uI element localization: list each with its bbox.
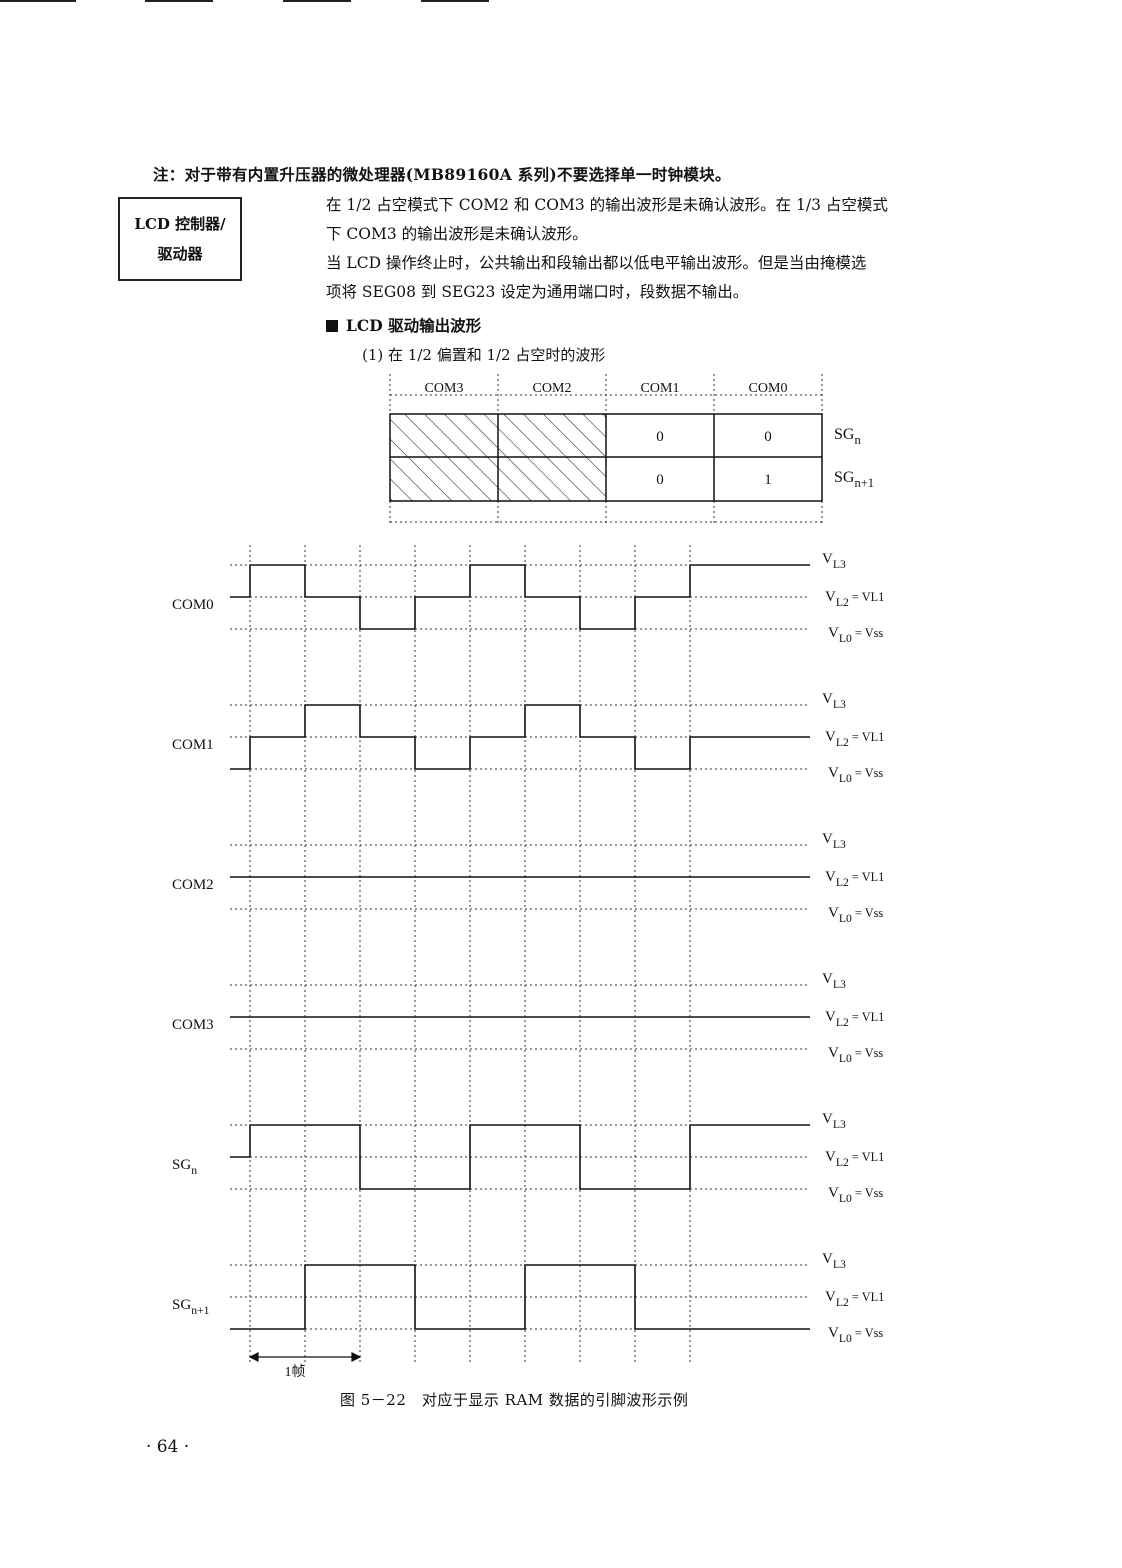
level-label: VL2 = VL1 bbox=[825, 1009, 884, 1029]
level-label: VL2 = VL1 bbox=[825, 1289, 884, 1309]
level-label: VL0 = Vss bbox=[828, 625, 883, 645]
paragraph-line: 下 COM3 的输出波形是未确认波形。 bbox=[326, 225, 588, 243]
waveform-trace bbox=[230, 1124, 810, 1190]
table-row-label: SGn bbox=[834, 426, 861, 447]
table-cell: 1 bbox=[764, 472, 772, 488]
level-label: VL3 bbox=[822, 551, 846, 571]
table-row-label: SGn+1 bbox=[834, 469, 874, 490]
level-label: VL3 bbox=[822, 1111, 846, 1131]
table-dotted-guides bbox=[389, 374, 823, 526]
section-heading: LCD 驱动输出波形 bbox=[326, 314, 481, 336]
table-column-header: COM1 bbox=[641, 381, 680, 396]
table-column-header: COM2 bbox=[533, 381, 572, 396]
display-ram-table: COM3 COM2 COM1 COM0 0 0 SGn 0 1 SGn+1 bbox=[389, 374, 874, 526]
paragraph-line: 项将 SEG08 到 SEG23 设定为通用端口时，段数据不输出。 bbox=[326, 283, 749, 301]
table-grid bbox=[389, 413, 823, 502]
figure-caption: 图 5－22 对应于显示 RAM 数据的引脚波形示例 bbox=[340, 1391, 689, 1409]
page-number: · 64 · bbox=[146, 1437, 190, 1457]
waveform-label: COM0 bbox=[172, 597, 214, 613]
table-column-header: COM3 bbox=[425, 381, 464, 396]
table-column-header: COM0 bbox=[749, 381, 788, 396]
side-box-line1: LCD 控制器/ bbox=[134, 215, 226, 233]
level-label: VL2 = VL1 bbox=[825, 589, 884, 609]
section-heading-text: LCD 驱动输出波形 bbox=[346, 316, 482, 335]
paragraph-line: 当 LCD 操作终止时，公共输出和段输出都以低电平输出波形。但是当由掩模选 bbox=[326, 254, 867, 272]
level-label: VL3 bbox=[822, 691, 846, 711]
arrow-left-icon bbox=[248, 1352, 259, 1362]
header-rule bbox=[421, 0, 489, 2]
waveform-label: SGn+1 bbox=[172, 1297, 210, 1317]
level-label: VL3 bbox=[822, 1251, 846, 1271]
side-box-line2: 驱动器 bbox=[157, 245, 203, 263]
header-rule bbox=[0, 0, 76, 2]
level-label: VL2 = VL1 bbox=[825, 1149, 884, 1169]
square-bullet-icon bbox=[326, 320, 338, 332]
level-label: VL0 = Vss bbox=[828, 905, 883, 925]
level-label: VL0 = Vss bbox=[828, 765, 883, 785]
level-label: VL0 = Vss bbox=[828, 1185, 883, 1205]
level-label: VL0 = Vss bbox=[828, 1325, 883, 1345]
table-cell: 0 bbox=[656, 472, 664, 488]
waveform-trace bbox=[230, 704, 810, 770]
waveform-label: COM2 bbox=[172, 877, 214, 893]
paragraph-line: 在 1/2 占空模式下 COM2 和 COM3 的输出波形是未确认波形。在 1/… bbox=[326, 196, 888, 214]
header-rule bbox=[283, 0, 351, 2]
header-rule bbox=[145, 0, 213, 2]
waveform-trace bbox=[230, 1264, 810, 1330]
level-label: VL3 bbox=[822, 831, 846, 851]
table-cell: 0 bbox=[764, 429, 772, 445]
section-side-box: LCD 控制器/ 驱动器 bbox=[118, 197, 242, 281]
subheading: (1) 在 1/2 偏置和 1/2 占空时的波形 bbox=[362, 346, 606, 364]
waveform-label: SGn bbox=[172, 1157, 197, 1177]
waveform-trace bbox=[230, 564, 810, 630]
level-label: VL0 = Vss bbox=[828, 1045, 883, 1065]
arrow-right-icon bbox=[351, 1352, 362, 1362]
waveform-label: COM1 bbox=[172, 737, 214, 753]
level-label: VL2 = VL1 bbox=[825, 869, 884, 889]
note-text: 注：对于带有内置升压器的微处理器(MB89160A 系列)不要选择单一时钟模块。 bbox=[153, 165, 731, 184]
level-label: VL3 bbox=[822, 971, 846, 991]
waveform-label: COM3 bbox=[172, 1017, 214, 1033]
level-label: VL2 = VL1 bbox=[825, 729, 884, 749]
table-cell: 0 bbox=[656, 429, 664, 445]
frame-label: 1帧 bbox=[285, 1364, 306, 1380]
